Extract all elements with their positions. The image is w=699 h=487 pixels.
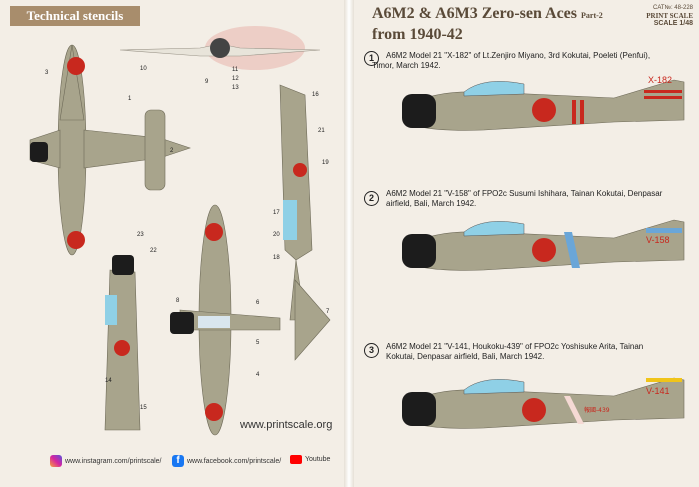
profile-3-tail-code: V-141 <box>646 386 670 396</box>
profile-3-number: 3 <box>364 343 379 358</box>
top-view-hinomaru-rear <box>67 231 85 249</box>
brand-logo: PRINT SCALE <box>646 12 693 20</box>
callout-6: 6 <box>256 300 260 306</box>
profile-1-tail-code: X-182 <box>648 75 672 85</box>
profile-2-tail-code: V-158 <box>646 235 670 245</box>
callout-9: 9 <box>205 79 209 85</box>
title-line-2: from 1940-42 <box>372 26 463 43</box>
underside-cowl <box>170 312 194 334</box>
side-view-cowl-2 <box>112 255 134 275</box>
profile-1-caption: A6M2 Model 21 "X-182" of Lt.Zenjiro Miya… <box>372 51 651 70</box>
side-view-hinomaru-1 <box>293 163 307 177</box>
callout-22: 22 <box>150 248 157 254</box>
catalog-number: CAT№: 48-228 <box>652 5 693 11</box>
side-view-canopy-1 <box>283 200 297 240</box>
profile-2-number: 2 <box>364 191 379 206</box>
title-part: Part-2 <box>581 11 603 20</box>
callout-13: 13 <box>232 85 239 91</box>
youtube-icon <box>290 455 302 464</box>
facebook-icon: f <box>172 455 184 467</box>
page-title: A6M2 & A6M3 Zero-sen Aces Part-2 from 19… <box>372 4 603 44</box>
facebook-url: www.facebook.com/printscale/ <box>187 457 282 465</box>
callout-4: 4 <box>256 372 260 378</box>
top-view-cowl <box>30 142 48 162</box>
callout-7: 7 <box>326 309 330 315</box>
side-view-hinomaru-2 <box>114 340 130 356</box>
stencil-diagrams <box>29 26 331 436</box>
aces-profiles-page: A6M2 & A6M3 Zero-sen Aces Part-2 from 19… <box>354 0 699 487</box>
callout-5: 5 <box>256 340 260 346</box>
underside-hinomaru-rear <box>205 403 223 421</box>
callout-8: 8 <box>176 298 180 304</box>
front-view-hinomaru-bg <box>205 26 305 70</box>
youtube-label: Youtube <box>305 456 331 463</box>
callout-12: 12 <box>232 76 239 82</box>
instagram-link[interactable]: www.instagram.com/printscale/ <box>50 455 161 467</box>
stencils-header: Technical stencils <box>10 6 140 26</box>
callout-14: 14 <box>105 378 112 384</box>
facebook-link[interactable]: f www.facebook.com/printscale/ <box>172 455 281 467</box>
callout-11: 11 <box>232 67 239 73</box>
title-line-1: A6M2 & A6M3 Zero-sen Aces <box>372 5 577 22</box>
profile-1-aircraft: X-182 <box>402 75 685 131</box>
callout-3: 3 <box>45 70 49 76</box>
catalog-box: CAT№: 48-228 PRINT SCALE SCALE 1/48 <box>646 4 693 28</box>
top-view-hinomaru-front <box>67 57 85 75</box>
instagram-icon <box>50 455 62 467</box>
callout-18: 18 <box>273 255 280 261</box>
callout-15: 15 <box>140 405 147 411</box>
scale-label: SCALE 1/48 <box>653 20 693 27</box>
profile-2-aircraft: V-158 <box>402 219 685 271</box>
callout-2: 2 <box>170 148 174 154</box>
callout-23: 23 <box>137 232 144 238</box>
profile-3-aircraft: V-141 報國-439 <box>402 377 685 429</box>
instagram-url: www.instagram.com/printscale/ <box>65 457 162 465</box>
callout-10: 10 <box>140 66 147 72</box>
underside-canopy <box>198 316 230 328</box>
callout-20: 20 <box>273 232 280 238</box>
callout-19: 19 <box>322 160 329 166</box>
top-view-aircraft <box>29 44 191 256</box>
callout-16: 16 <box>312 92 319 98</box>
callout-21: 21 <box>318 128 325 134</box>
front-view-cowl <box>210 38 230 58</box>
profile-3-caption: A6M2 Model 21 "V-141, Houkoku-439" of FP… <box>386 342 644 361</box>
side-view-canopy-2 <box>105 295 117 325</box>
technical-stencils-page: Technical stencils <box>0 0 344 487</box>
profile-1-number: 1 <box>364 51 379 66</box>
youtube-link[interactable]: Youtube <box>290 455 330 464</box>
underside-hinomaru-front <box>205 223 223 241</box>
website-link[interactable]: www.printscale.org <box>240 419 333 431</box>
callout-1: 1 <box>128 96 132 102</box>
page-gutter <box>344 0 354 487</box>
profile-2-caption: A6M2 Model 21 "V-158" of FPO2c Susumi Is… <box>386 189 663 208</box>
profile-3-fuselage-text: 報國-439 <box>584 407 610 414</box>
callout-17: 17 <box>273 210 280 216</box>
